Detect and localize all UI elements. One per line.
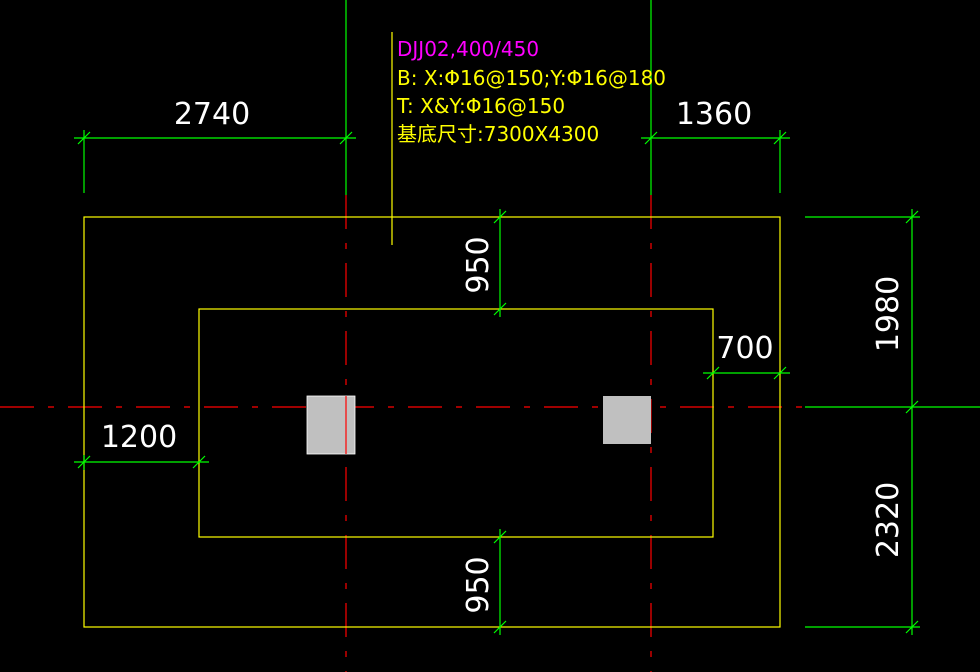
dim-text-top-right: 1360	[676, 97, 752, 132]
bottom-rebar-label: B: X:Φ16@150;Y:Φ16@180	[397, 66, 666, 90]
column-right	[603, 396, 651, 444]
dim-tick	[706, 366, 720, 380]
foundation-outer-outline	[83, 216, 781, 628]
dim-text-left-offset: 1200	[101, 420, 177, 455]
dim-text-right-lower: 2320	[871, 482, 906, 558]
dim-text-upper-vertical: 950	[461, 236, 496, 293]
dim-text-right-offset: 700	[716, 331, 773, 366]
dim-tick	[339, 131, 353, 145]
dim-tick	[905, 620, 919, 634]
dim-text-right-upper: 1980	[871, 276, 906, 352]
column-left	[306, 395, 356, 455]
dim-tick	[773, 366, 787, 380]
dim-tick	[905, 400, 919, 414]
dim-tick	[77, 455, 91, 469]
dim-tick	[644, 131, 658, 145]
dim-tick	[493, 210, 507, 224]
dim-text-top-left: 2740	[174, 97, 250, 132]
dim-tick	[77, 131, 91, 145]
dim-tick	[493, 530, 507, 544]
foundation-inner-outline	[198, 308, 714, 538]
dim-tick	[773, 131, 787, 145]
dim-tick	[493, 620, 507, 634]
foundation-id-label: DJJ02,400/450	[397, 37, 539, 61]
dim-text-lower-vertical: 950	[461, 556, 496, 613]
dim-tick	[192, 455, 206, 469]
top-rebar-label: T: X&Y:Φ16@150	[396, 94, 565, 118]
dim-tick	[905, 210, 919, 224]
base-size-label: 基底尺寸:7300X4300	[397, 122, 599, 146]
dim-tick	[493, 302, 507, 316]
